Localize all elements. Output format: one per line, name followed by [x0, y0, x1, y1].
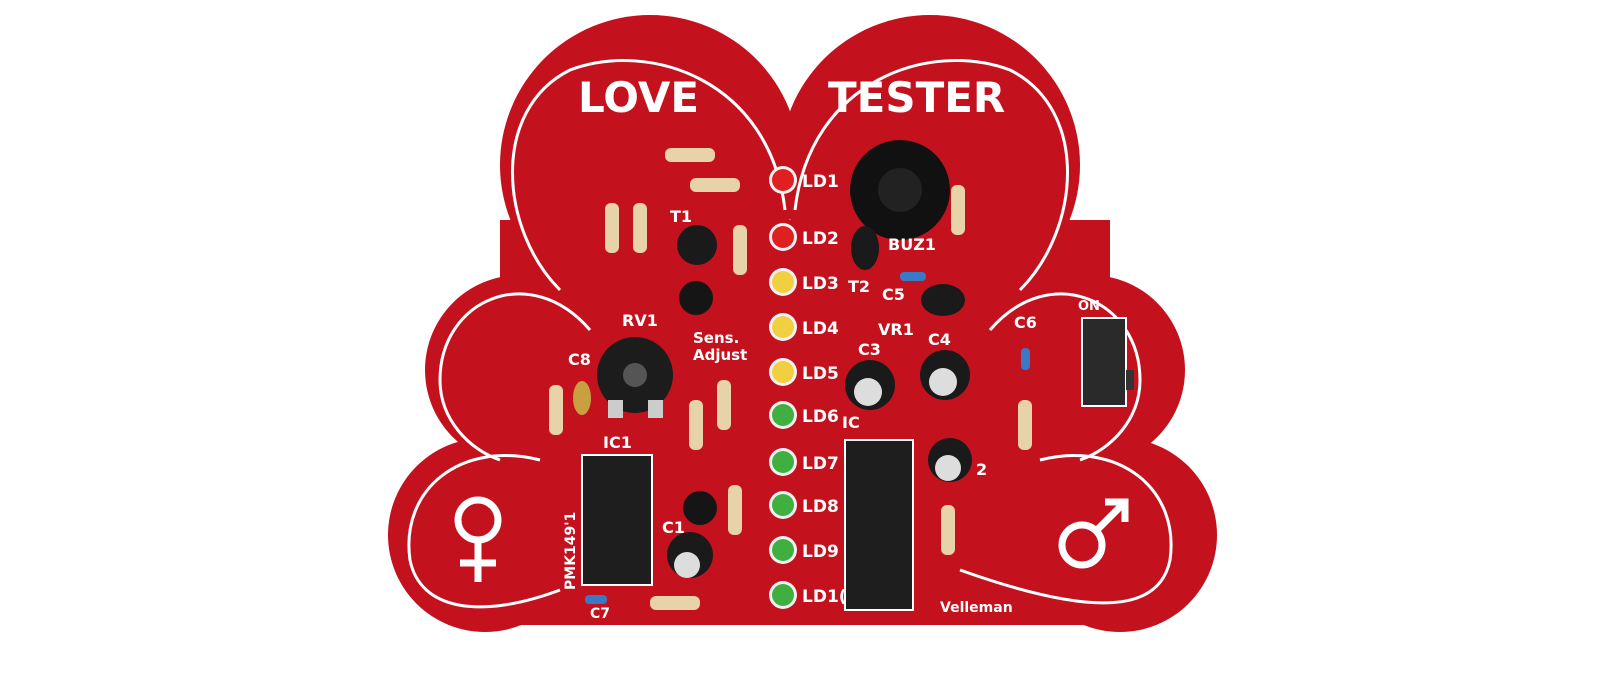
label-c2: 2 — [976, 460, 987, 479]
led-lens — [772, 404, 794, 426]
resistor — [951, 185, 965, 235]
led-label: LD4 — [802, 319, 839, 339]
resistor — [728, 485, 742, 535]
transistor-t1 — [677, 225, 717, 265]
label-vr1: VR1 — [878, 320, 914, 339]
brand-label: Velleman — [940, 600, 1013, 616]
led-4: LD4 — [769, 313, 839, 341]
led-label: LD1 — [802, 172, 839, 192]
ic2-chip — [844, 439, 914, 611]
led-lens — [772, 271, 794, 293]
label-buz1: BUZ1 — [888, 235, 936, 254]
male-symbol-icon — [1058, 498, 1129, 569]
resistor — [690, 178, 740, 192]
ic1-chip — [581, 454, 653, 586]
led-9: LD9 — [769, 536, 839, 564]
power-switch[interactable] — [1081, 317, 1134, 407]
regulator-vr1 — [921, 284, 965, 316]
pcb-board — [388, 15, 1217, 632]
led-2: LD2 — [769, 223, 839, 251]
resistor — [733, 225, 747, 275]
led-label: LD9 — [802, 542, 839, 562]
resistor — [633, 203, 647, 253]
title-love: LOVE — [578, 73, 699, 122]
led-5: LD5 — [769, 358, 839, 386]
led-label: LD8 — [802, 497, 839, 517]
label-c7: C7 — [590, 606, 610, 622]
label-c1: C1 — [662, 518, 685, 537]
label-c3: C3 — [858, 340, 881, 359]
transistor-t2 — [851, 226, 879, 270]
resistor — [665, 148, 715, 162]
capacitor-c7 — [585, 595, 607, 604]
resistors — [549, 148, 1032, 610]
resistor — [549, 385, 563, 435]
resistor — [689, 400, 703, 450]
label-c6: C6 — [1014, 313, 1037, 332]
led-lens — [772, 494, 794, 516]
led-lens — [772, 361, 794, 383]
label-t2: T2 — [848, 277, 870, 296]
label-c4: C4 — [928, 330, 951, 349]
label-t1: T1 — [670, 207, 692, 226]
led-label: LD6 — [802, 407, 839, 427]
label-ic2: IC — [842, 413, 860, 432]
part-number-label: PMK149'1 — [563, 512, 579, 590]
capacitor-c1 — [667, 532, 713, 578]
led-label: LD7 — [802, 454, 839, 474]
led-8: LD8 — [769, 491, 839, 519]
screw — [683, 491, 717, 525]
led-lens — [772, 539, 794, 561]
capacitor-c3 — [845, 360, 895, 410]
led-label: LD1( — [802, 587, 847, 607]
switch-on-label: ON — [1078, 299, 1100, 314]
led-lens — [772, 169, 794, 191]
buzzer — [850, 140, 950, 240]
led-10: LD1( — [769, 581, 847, 609]
capacitor-c6 — [1021, 348, 1030, 370]
resistor — [650, 596, 700, 610]
capacitor-c8 — [573, 381, 591, 415]
led-1: LD1 — [769, 166, 839, 194]
resistor — [941, 505, 955, 555]
female-symbol-icon — [454, 496, 502, 582]
led-label: LD3 — [802, 274, 839, 294]
label-c5: C5 — [882, 285, 905, 304]
resistor — [605, 203, 619, 253]
board-silk-outline — [407, 59, 1173, 609]
led-7: LD7 — [769, 448, 839, 476]
label-c8: C8 — [568, 350, 591, 369]
led-label: LD2 — [802, 229, 839, 249]
resistor — [717, 380, 731, 430]
led-lens — [772, 451, 794, 473]
led-3: LD3 — [769, 268, 839, 296]
capacitor-c2 — [928, 438, 972, 482]
resistor — [1018, 400, 1032, 450]
capacitor-c5 — [900, 272, 926, 281]
led-6: LD6 — [769, 401, 839, 429]
led-lens — [772, 316, 794, 338]
title-tester: TESTER — [828, 73, 1005, 122]
capacitor-c4 — [920, 350, 970, 400]
led-label: LD5 — [802, 364, 839, 384]
label-rv1: RV1 — [622, 311, 658, 330]
adjust-label: Adjust — [693, 346, 747, 364]
label-ic1: IC1 — [603, 433, 632, 452]
sens-label: Sens. — [693, 329, 739, 347]
led-lens — [772, 226, 794, 248]
screw — [679, 281, 713, 315]
potentiometer-rv1 — [597, 337, 673, 418]
led-lens — [772, 584, 794, 606]
